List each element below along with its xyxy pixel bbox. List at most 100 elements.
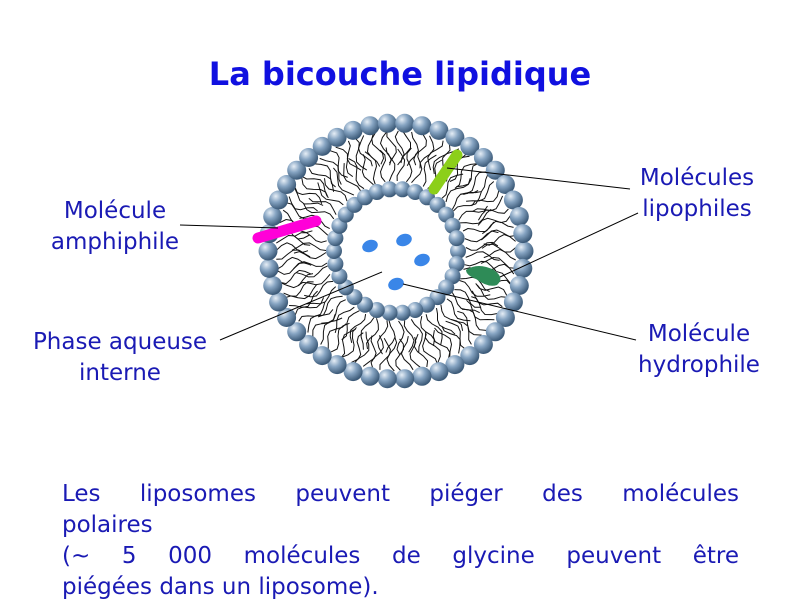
lipid-head [299,148,319,167]
lipid-head [368,184,385,200]
lipid-head [429,362,449,382]
lipid-tail [333,167,355,196]
lipid-tail [466,181,495,202]
lipid-tail [312,314,336,338]
lipid-tail [476,284,507,300]
lipid-tail [294,232,327,243]
lipid-head [327,255,344,272]
lipid-tail [481,243,517,253]
lipid-tail [324,178,348,202]
lipid-head [460,136,480,156]
lipid-head-groups [258,113,534,389]
lipid-tail [317,295,343,318]
lipid-tail [411,151,423,184]
pointer-lipophile-1 [446,167,631,190]
lipid-tail [277,262,312,275]
lipid-tail [462,221,495,233]
lipid-tail [371,132,385,165]
lipid-tail [297,273,331,287]
lipid-tail [366,133,381,167]
lipid-head [394,181,411,198]
lipid-head [258,241,278,261]
lipid-tail [394,130,405,166]
lipid-head [448,255,465,272]
lipid-head [343,362,363,382]
lipid-tail [471,290,503,308]
lipid-tail [441,325,461,354]
amphiphile-molecule [252,215,322,244]
hydrophilic-molecule [362,239,378,253]
lipid-tail [451,292,480,314]
lipid-tail [377,320,389,355]
lipid-head [381,181,398,198]
lipid-head [394,304,411,321]
lipid-tail [451,190,479,210]
lipid-tail [329,150,348,178]
lipid-head [381,304,398,321]
lipid-head [327,355,347,375]
lipophilic-molecule-dark [466,266,501,286]
lipid-head [269,292,289,312]
lipid-tail [477,208,509,221]
lipid-head [299,335,319,354]
lipid-tail [346,140,362,171]
lipid-tail [385,147,396,182]
lipid-tail [403,320,415,353]
lipid-tail [288,196,318,212]
lipophilic-molecule-green [428,149,463,195]
lipid-tail [379,130,392,166]
lipid-tail [289,290,318,308]
lipid-tail [334,306,355,334]
lipid-tail [340,328,356,359]
lipid-head [287,322,307,342]
lipid-tail [313,163,336,188]
lipid-tail [340,327,357,359]
lipid-tail [396,148,406,182]
lipid-tail [482,220,514,235]
lipid-tail [460,171,487,195]
lipid-head [395,113,415,133]
lipid-head [287,160,307,180]
lipid-tail [379,337,391,370]
lipid-tail [406,131,419,166]
lipid-head [263,276,283,295]
lipid-head [445,355,465,375]
lipid-tail [451,319,472,345]
hydrophilic-molecule [396,233,412,247]
lipid-tail [458,205,488,221]
lipid-head [513,258,533,278]
lipid-tail [460,208,492,225]
lipid-head [312,136,332,156]
lipid-head [473,148,493,167]
inner-lipid-tails [291,147,500,356]
lipid-tail [385,320,396,353]
hydrophilic-molecule [414,253,430,267]
lipid-tail [464,260,497,272]
lipid-tail [441,173,464,199]
outer-lipid-tails [275,130,517,372]
lipid-tail [406,147,413,183]
lipid-head [444,217,461,234]
lipid-tail [327,323,347,351]
lipid-head [326,243,342,259]
lipid-head [277,175,297,194]
lipid-tail [457,310,482,336]
lipid-head [269,190,289,210]
lipid-tail [422,154,437,187]
lipid-head [503,190,523,210]
lipid-tail [386,131,397,164]
lipid-head [377,113,397,133]
lipid-tail [275,242,309,253]
lipid-tail [364,151,378,185]
lipid-tail [413,333,429,368]
lipid-head [503,292,523,312]
pointer-hydrophile [402,283,637,341]
lipid-tail [349,314,367,344]
lipid-tail [294,186,323,204]
lipid-tail [293,251,327,260]
lipid-head [360,116,380,136]
lipid-tail [283,281,314,297]
